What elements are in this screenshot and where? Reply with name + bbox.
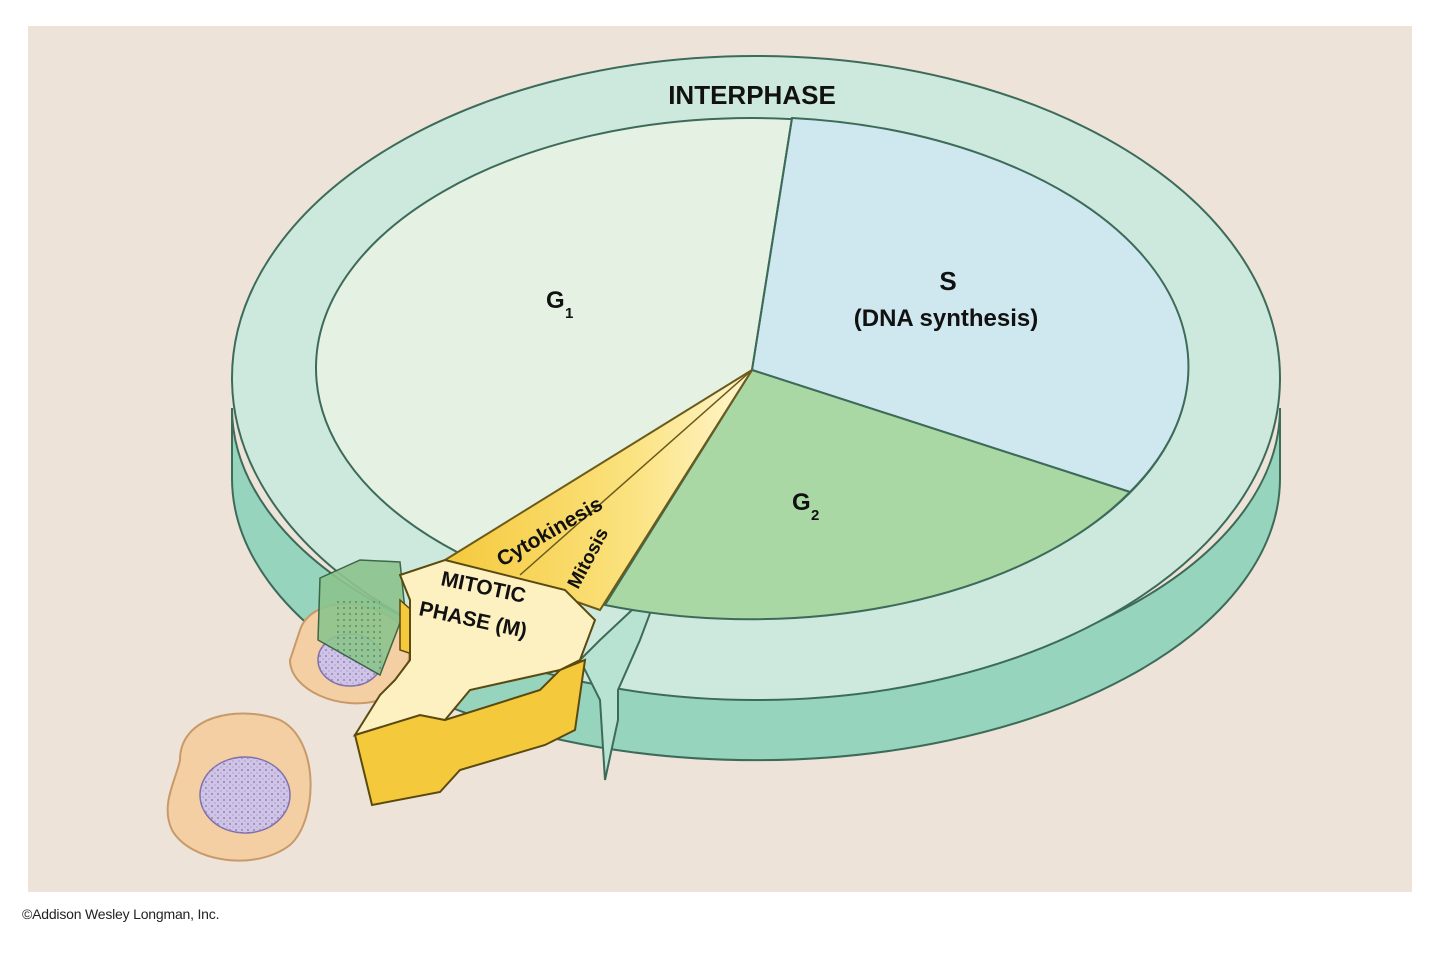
g1-subscript: 1 (565, 305, 573, 322)
ring-arrowhead (578, 598, 657, 781)
g1-letter: G (546, 287, 565, 314)
g1-phase-boundary (751, 117, 793, 371)
s-label: S (939, 266, 956, 296)
daughter-cell-lower (166, 712, 312, 862)
interphase-label: INTERPHASE (668, 80, 836, 110)
ring-cutaway (317, 559, 406, 677)
copyright-credit: ©Addison Wesley Longman, Inc. (22, 906, 220, 922)
g2-subscript: 2 (811, 507, 819, 524)
g1-label: G 1 (546, 287, 573, 322)
g2-label: G 2 (792, 489, 819, 524)
g2-letter: G (792, 489, 811, 516)
wedge-divider (519, 369, 753, 576)
g2-phase-sector (603, 368, 1132, 621)
mitotic-phase-arrow (352, 558, 597, 807)
s-phase-sector (750, 116, 1190, 494)
s-description: (DNA synthesis) (854, 305, 1038, 332)
